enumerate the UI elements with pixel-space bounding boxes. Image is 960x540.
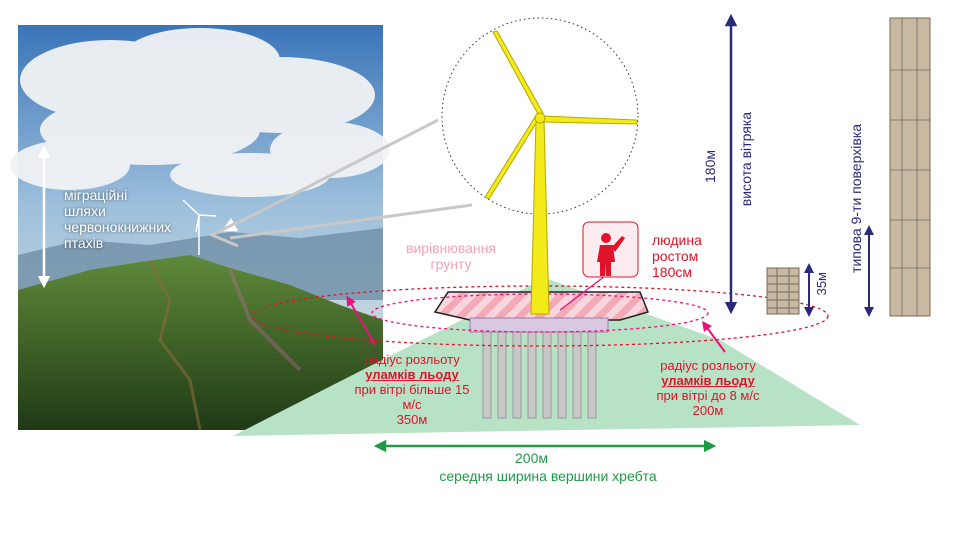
ice-right-pointer [702,320,726,353]
ice-left-pointer [346,295,376,346]
small-building [766,267,800,315]
person-label: людина ростом 180см [652,232,702,280]
ice-left-label: радіус розльоту уламків льоду при вітрі … [352,352,472,427]
ice-right-line-4: 200м [692,403,724,418]
mountain [18,255,383,430]
leveling-line-1: вирівнювання [406,240,496,256]
person-icon [597,233,625,276]
ice-right-label: радіус розльоту уламків льоду при вітрі … [650,358,766,418]
person-line-1: людина [652,232,702,248]
turbine-height-label: висота вітряка [738,112,754,207]
person-pointer [559,275,606,311]
migration-label: міграційні шляхи червонокнижних птахів [64,187,171,251]
tall-building [889,17,931,317]
leveling-line-2: грунту [430,256,472,272]
turbine-height-value: 180м [702,150,718,183]
migration-line-3: червонокнижних [64,219,172,235]
foundation-block [469,317,609,333]
ice-left-line-3: при вітрі більше 15 м/с [354,382,470,412]
ridge-width-value: 200м [515,450,548,466]
building-label: типова 9-ти поверхівка [848,124,864,273]
small-turbine-icon [182,199,217,255]
mountain-photo [10,25,390,431]
ice-left-line-2: уламків льоду [365,367,459,382]
ridge-width-label: середня ширина вершини хребта [439,468,657,484]
ice-right-line-1: радіус розльоту [660,358,756,373]
person-line-2: ростом [652,248,699,264]
building-height-value: 35м [814,272,829,296]
ice-left-line-4: 350м [396,412,428,427]
wind-turbine [484,30,638,315]
person-line-3: 180см [652,264,692,280]
leveling-label: вирівнювання грунту [396,240,506,272]
migration-line-2: шляхи [64,203,106,219]
migration-line-4: птахів [64,235,104,251]
ice-right-line-3: при вітрі до 8 м/с [656,388,760,403]
migration-line-1: міграційні [64,187,128,203]
ice-left-line-1: радіус розльоту [364,352,460,367]
ice-right-line-2: уламків льоду [661,373,755,388]
ice-radius-200m [371,293,709,333]
